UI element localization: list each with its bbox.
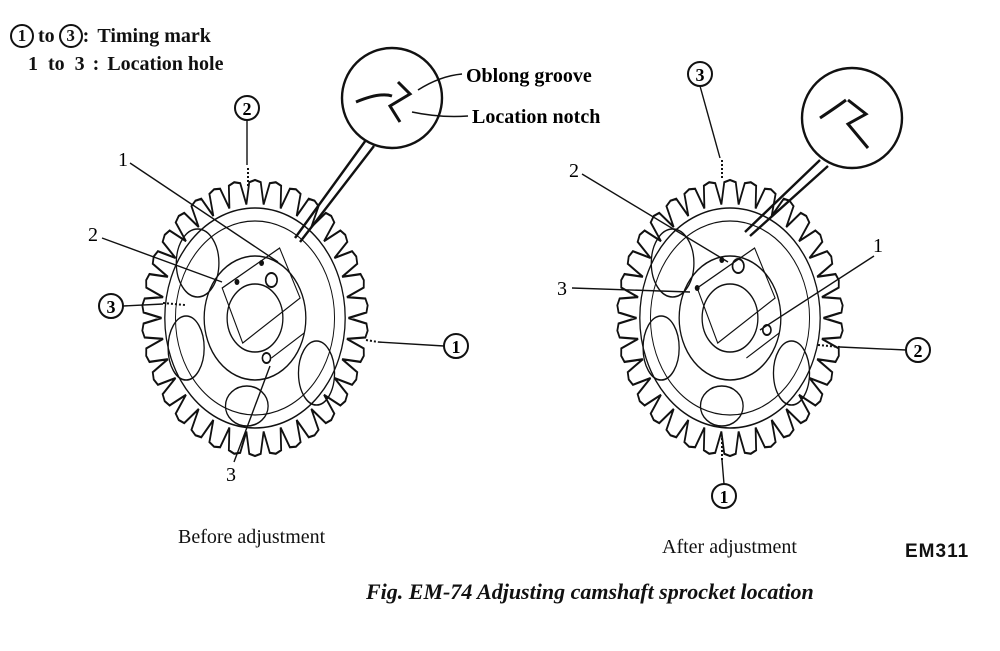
before-hole-3-leader: [233, 365, 271, 463]
after-mark-right-number: 2: [914, 341, 923, 361]
after-sprocket: [616, 178, 844, 458]
after-hole-2-label: 2: [569, 160, 579, 182]
after-timing-mark-top-callout: 3: [687, 61, 721, 159]
after-magnifier-pointer: [744, 159, 821, 233]
before-timing-mark-right: [365, 339, 379, 343]
before-timing-mark-left: [162, 302, 186, 306]
before-timing-mark-left-callout: 3: [98, 293, 164, 319]
timing-mark-label: Timing mark: [97, 25, 211, 47]
after-magnifier: [744, 66, 904, 237]
location-notch-leader: [411, 111, 469, 118]
figure-caption: Fig. EM-74 Adjusting camshaft sprocket l…: [366, 579, 814, 604]
before-hole-2-leader: [101, 237, 223, 283]
legend-to-word: to: [38, 25, 55, 47]
hole-first-number: 1: [28, 53, 38, 75]
after-hole-3-label: 3: [557, 278, 567, 300]
after-mark-top-number: 3: [696, 65, 705, 85]
after-hub-pins: [694, 257, 772, 336]
oblong-groove-label: Oblong groove: [466, 65, 592, 87]
before-mark-right-number: 1: [452, 337, 461, 357]
legend-location-hole: 1 to 3 : Location hole: [10, 50, 223, 78]
before-sprocket: [141, 178, 369, 458]
location-hole-label: Location hole: [107, 53, 224, 75]
before-magnifier-pointer: [294, 139, 367, 239]
before-timing-mark-right-callout: 1: [377, 333, 469, 359]
after-mark-bottom-number: 1: [720, 487, 729, 507]
location-notch-label: Location notch: [472, 106, 600, 128]
before-hole-1-leader: [129, 162, 279, 263]
timing-mark-first-symbol: 1: [10, 24, 34, 48]
after-timing-mark-right-callout: 2: [839, 337, 931, 363]
before-hole-2-label: 2: [88, 224, 98, 246]
figure-code: EM311: [905, 541, 970, 562]
before-caption: Before adjustment: [178, 526, 326, 548]
hole-colon: :: [92, 53, 100, 75]
after-hole-1-leader: [759, 255, 875, 331]
before-timing-mark-top-callout: 2: [234, 95, 260, 165]
legend-colon: :: [82, 25, 90, 47]
after-hole-1-label: 1: [873, 235, 883, 257]
timing-mark-last-symbol: 3: [58, 24, 83, 48]
hole-last-number: 3: [74, 53, 85, 75]
before-mark-left-number: 3: [107, 297, 116, 317]
before-magnifier: [294, 46, 444, 243]
legend-timing-mark: 1 to 3 : Timing mark: [10, 22, 223, 50]
legend: 1 to 3 : Timing mark 1 to 3 : Location h…: [10, 22, 223, 78]
before-hub-pins: [234, 260, 278, 364]
hole-to-word: to: [48, 53, 65, 75]
before-hole-1-label: 1: [118, 149, 128, 171]
before-hole-3-label: 3: [226, 464, 236, 486]
after-timing-mark-bottom-callout: 1: [711, 459, 737, 509]
before-mark-top-number: 2: [243, 99, 252, 119]
oblong-groove-leader: [417, 73, 463, 91]
after-hole-2-leader: [581, 173, 729, 263]
after-hole-3-leader: [571, 287, 691, 293]
after-caption: After adjustment: [662, 536, 797, 558]
